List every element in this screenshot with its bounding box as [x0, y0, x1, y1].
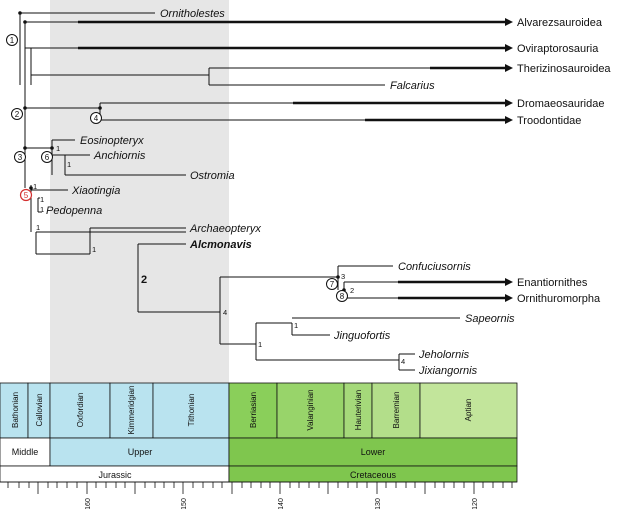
- tick-label-140: 140: [278, 498, 285, 509]
- support-values: 1 1 1 1 1 1 1 2 4 3 2 1 1 4: [33, 144, 405, 366]
- stage-hauterivian: [343, 382, 373, 439]
- epoch-label-upper: Upper: [128, 447, 153, 457]
- taxon-archaeopteryx: Archaeopteryx: [189, 223, 261, 235]
- taxon-oviraptorosauria: Oviraptorosauria: [517, 43, 599, 55]
- arrowheads: [505, 18, 513, 302]
- support-value: 3: [341, 272, 345, 281]
- tick-label-150: 150: [181, 498, 188, 509]
- axis-ticks: [7, 482, 513, 494]
- epoch-label-middle: Middle: [12, 447, 39, 457]
- taxon-therizinosauroidea: Therizinosauroidea: [517, 63, 611, 75]
- taxon-ostromia: Ostromia: [190, 170, 235, 182]
- tick-label-160: 160: [85, 498, 92, 509]
- stage-oxfordian: [49, 382, 111, 439]
- epoch-period-labels: Middle Upper Lower Jurassic Cretaceous: [12, 447, 397, 480]
- tick-label-130: 130: [375, 498, 382, 509]
- taxon-confuciusornis: Confuciusornis: [398, 261, 471, 273]
- node-label-6: 6: [45, 153, 50, 162]
- support-value: 4: [223, 308, 227, 317]
- stage-label-barremian: Barremian: [392, 392, 401, 429]
- node-label-4: 4: [94, 114, 99, 123]
- epoch-label-lower: Lower: [361, 447, 386, 457]
- support-value: 1: [92, 245, 96, 254]
- taxon-eosinopteryx: Eosinopteryx: [80, 135, 144, 147]
- period-label-cretaceous: Cretaceous: [350, 470, 397, 480]
- node-dots: [18, 11, 346, 292]
- stage-label-bathonian: Bathonian: [11, 392, 20, 428]
- stage-tithonian: [152, 382, 230, 439]
- taxon-ornithuromorpha: Ornithuromorpha: [517, 293, 601, 305]
- taxon-xiaotingia: Xiaotingia: [71, 185, 120, 197]
- stage-label-aptian: Aptian: [464, 399, 473, 422]
- stage-label-berriasian: Berriasian: [249, 392, 258, 428]
- support-value: 1: [56, 144, 60, 153]
- node-label-3: 3: [18, 153, 23, 162]
- stage-label-tithonian: Tithonian: [187, 394, 196, 427]
- support-value: 1: [67, 160, 71, 169]
- tick-labels: 160 150 140 130 120: [85, 498, 479, 509]
- taxon-labels: Ornitholestes Alvarezsauroidea Oviraptor…: [46, 8, 611, 377]
- node-label-1: 1: [10, 36, 15, 45]
- taxon-troodontidae: Troodontidae: [517, 115, 581, 127]
- support-value: 1: [36, 223, 40, 232]
- stage-label-kimmeridgian: Kimmeridgian: [127, 386, 136, 435]
- taxon-sapeornis: Sapeornis: [465, 313, 515, 325]
- taxon-jinguofortis: Jinguofortis: [333, 330, 391, 342]
- support-value: 4: [401, 357, 405, 366]
- stage-label-oxfordian: Oxfordian: [76, 393, 85, 428]
- epoch-middle: [0, 437, 51, 467]
- stage-label-hauterivian: Hauterivian: [354, 390, 363, 430]
- support-value: 1: [40, 205, 44, 214]
- stage-label-valanginian: Valanginian: [306, 389, 315, 430]
- support-value: 1: [40, 195, 44, 204]
- taxon-falcarius: Falcarius: [390, 80, 435, 92]
- time-scale: [0, 382, 518, 483]
- taxon-enantiornithes: Enantiornithes: [517, 277, 588, 289]
- period-label-jurassic: Jurassic: [98, 470, 132, 480]
- taxon-jixiangornis: Jixiangornis: [418, 365, 478, 377]
- stage-label-callovian: Callovian: [35, 394, 44, 427]
- taxon-alvarezsauroidea: Alvarezsauroidea: [517, 17, 603, 29]
- taxon-dromaeosauridae: Dromaeosauridae: [517, 98, 604, 110]
- stage-labels: Bathonian Callovian Oxfordian Kimmeridgi…: [11, 386, 473, 435]
- taxon-jeholornis: Jeholornis: [418, 349, 470, 361]
- taxon-alcmonavis: Alcmonavis: [189, 239, 252, 251]
- jurassic-shading: [50, 0, 229, 383]
- support-value: 2: [350, 286, 354, 295]
- node-label-8: 8: [340, 292, 345, 301]
- stage-kimmeridgian: [109, 382, 154, 439]
- support-value: 2: [141, 274, 147, 286]
- node-label-7: 7: [330, 280, 335, 289]
- taxon-ornitholestes: Ornitholestes: [160, 8, 225, 20]
- node-circles: 1 2 3 4 5 6 7 8: [6, 34, 348, 302]
- taxon-anchiornis: Anchiornis: [93, 150, 146, 162]
- tick-label-120: 120: [472, 498, 479, 509]
- node-label-5: 5: [24, 191, 29, 200]
- range-bars: [78, 20, 505, 300]
- taxon-pedopenna: Pedopenna: [46, 205, 102, 217]
- support-value: 1: [258, 340, 262, 349]
- node-label-2: 2: [15, 110, 20, 119]
- support-value: 1: [33, 182, 37, 191]
- support-value: 1: [294, 321, 298, 330]
